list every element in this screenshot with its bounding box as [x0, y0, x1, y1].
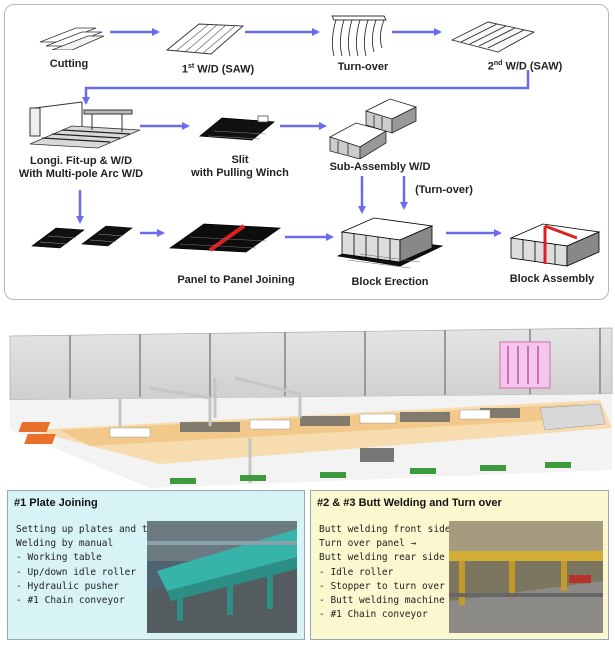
- plate-joining-title: #1 Plate Joining: [14, 497, 98, 509]
- label-wd1-saw: 1st W/D (SAW): [181, 63, 255, 76]
- label-slit: Slit with Pulling Winch: [182, 154, 298, 180]
- orange-table-2: [24, 434, 56, 444]
- stacked-plates: [360, 448, 394, 462]
- butt-welding-photo: [449, 521, 603, 633]
- label-wd2-saw: 2nd W/D (SAW): [487, 60, 563, 73]
- orange-table-1: [18, 422, 51, 432]
- panel-line-plant-view: [9, 327, 613, 488]
- cutting-plates-icon: [39, 27, 105, 50]
- label-block-assembly: Block Assembly: [509, 273, 595, 285]
- subassembly-icon: [328, 98, 418, 159]
- process-flow-panel: [4, 4, 609, 300]
- wd1-plate-icon: [165, 23, 245, 55]
- wd2-plate-icon: [450, 21, 536, 53]
- plate-joining-photo: [147, 521, 297, 633]
- label-panel-joining: Panel to Panel Joining: [177, 274, 295, 286]
- plate-joining-description: Setting up plates and tact Welding by ma…: [16, 524, 165, 607]
- flow-arrows: [76, 28, 530, 241]
- butt-welding-description: Butt welding front side → Turn over pane…: [319, 524, 462, 621]
- slit-icon: [198, 115, 276, 141]
- panel-icon: [31, 225, 133, 249]
- block-assembly-icon: [509, 223, 601, 267]
- label-sub-assembly: Sub-Assembly W/D: [329, 161, 431, 173]
- block-erection-icon: [336, 217, 444, 269]
- label-turn-over-paren: (Turn-over): [415, 184, 473, 196]
- label-slit-line1: Slit: [231, 154, 249, 166]
- label-cutting: Cutting: [49, 58, 89, 70]
- butt-welding-title: #2 & #3 Butt Welding and Turn over: [317, 497, 502, 509]
- label-slit-line2: with Pulling Winch: [191, 167, 289, 179]
- label-longi-line2: With Multi-pole Arc W/D: [18, 168, 144, 180]
- label-turn-over: Turn-over: [337, 61, 389, 73]
- longi-fitup-icon: [29, 101, 141, 149]
- arrow-wd2-to-longi: [82, 70, 530, 105]
- label-longi-line1: Longi. Fit-up & W/D: [29, 155, 133, 167]
- butt-welding-box: #2 & #3 Butt Welding and Turn over Butt …: [310, 490, 609, 640]
- label-longi-fitup: Longi. Fit-up & W/D With Multi-pole Arc …: [6, 155, 156, 181]
- label-block-erection: Block Erection: [351, 276, 429, 288]
- turnover-icon: [331, 15, 387, 57]
- plate-joining-box: #1 Plate Joining Setting up plates and t…: [7, 490, 305, 640]
- panel-joining-icon: [168, 223, 282, 253]
